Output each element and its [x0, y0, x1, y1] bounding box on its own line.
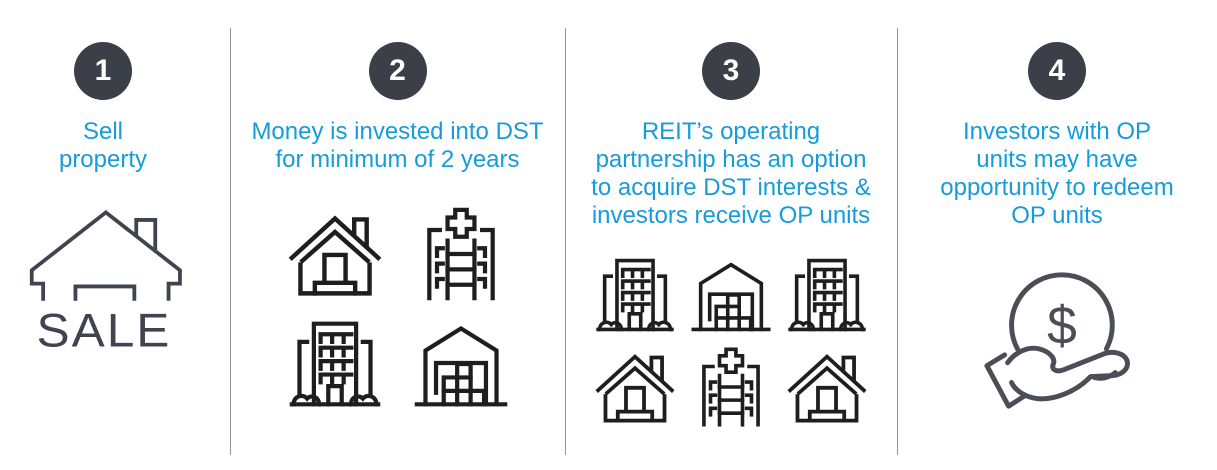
- house-icon: [786, 346, 868, 428]
- warehouse-icon: [690, 254, 772, 336]
- step-2-number-badge: 2: [368, 42, 427, 100]
- caption-line: to acquire DST interests &: [591, 174, 871, 201]
- step-4-caption: Investors with OP units may have opportu…: [940, 118, 1173, 230]
- step-3-number: 3: [722, 54, 740, 87]
- office-building-icon: [786, 254, 868, 336]
- caption-line: Investors with OP: [962, 118, 1152, 145]
- step-2-icon-grid: [287, 206, 509, 412]
- caption-line: Sell: [82, 118, 123, 145]
- step-1-number: 1: [94, 54, 112, 87]
- step-2-caption: Money is invested into DST for minimum o…: [251, 118, 543, 174]
- step-2-number: 2: [389, 54, 406, 87]
- step-1-column: 1 Sell property SALE: [0, 0, 230, 470]
- column-divider-2: [565, 28, 566, 455]
- step-1-number-badge: 1: [74, 42, 132, 100]
- step-3-icon-grid: [594, 254, 868, 428]
- hospital-icon: [690, 346, 772, 428]
- step-4-number-badge: 4: [1028, 42, 1086, 100]
- warehouse-icon: [413, 316, 509, 412]
- office-building-icon: [287, 316, 383, 412]
- caption-line: REIT’s operating: [641, 118, 821, 145]
- step-2-column: 2 Money is invested into DST for minimum…: [230, 0, 565, 470]
- hospital-icon: [413, 206, 509, 302]
- sale-house-icon: SALE: [29, 209, 182, 352]
- step-3-column: 3 REIT’s operating partnership has an op…: [565, 0, 897, 470]
- step-4-number: 4: [1048, 54, 1066, 87]
- step-1-caption: Sell property: [59, 118, 147, 174]
- step-4-column: 4 Investors with OP units may have oppor…: [897, 0, 1217, 470]
- caption-line: partnership has an option: [595, 146, 867, 173]
- hand-coin-icon: $: [984, 272, 1130, 409]
- step-3-caption: REIT’s operating partnership has an opti…: [591, 118, 871, 230]
- sale-label: SALE: [37, 304, 172, 352]
- caption-line: for minimum of 2 years: [275, 146, 520, 173]
- house-icon: [594, 346, 676, 428]
- caption-line: OP units: [1011, 202, 1103, 229]
- caption-line: property: [58, 146, 148, 173]
- caption-line: investors receive OP units: [591, 202, 871, 229]
- caption-line: opportunity to redeem: [940, 174, 1174, 201]
- step-3-number-badge: 3: [702, 42, 760, 100]
- house-icon: [287, 206, 383, 302]
- office-building-icon: [594, 254, 676, 336]
- dollar-sign: $: [1047, 297, 1077, 356]
- column-divider-1: [230, 28, 231, 455]
- caption-line: Money is invested into DST: [251, 118, 544, 145]
- caption-line: units may have: [976, 146, 1138, 173]
- column-divider-3: [897, 28, 898, 455]
